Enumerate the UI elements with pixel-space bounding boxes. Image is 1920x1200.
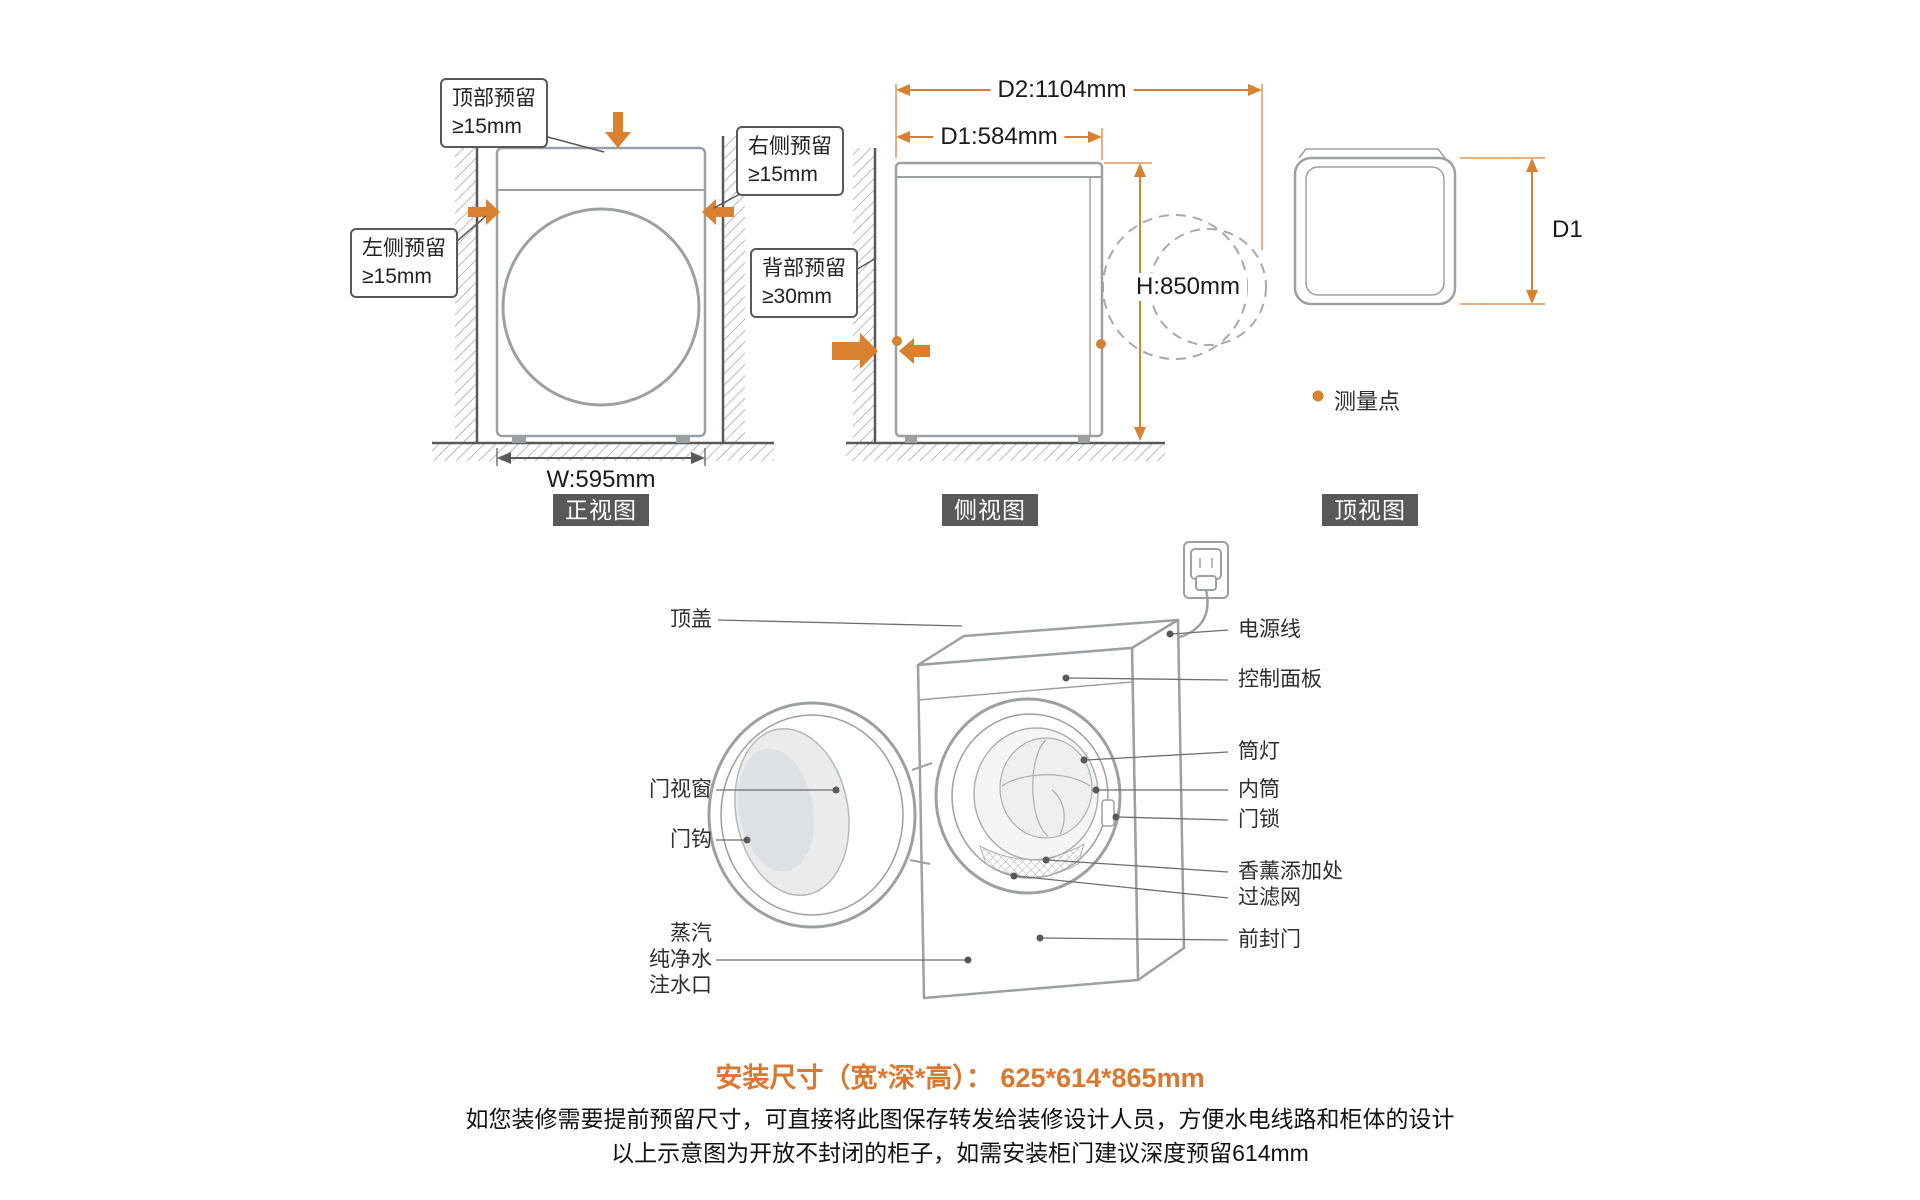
measurement-point-dot [1312, 390, 1324, 402]
side-clearance-arrow-icons [832, 333, 1106, 369]
front-clearance-arrow-icons [468, 112, 734, 225]
front-view-machine-body [495, 146, 707, 438]
part-label-door-hook: 门钩 [670, 828, 712, 851]
side-d2-dimension: D2:1104mm [990, 76, 1134, 104]
part-label-control-panel: 控制面板 [1238, 668, 1322, 691]
top-view-machine-outline [1293, 156, 1457, 306]
part-label-aroma-spot: 香薰添加处 [1238, 860, 1343, 883]
measurement-point-legend: 测量点 [1334, 389, 1401, 414]
part-label-steam-water-inlet: 蒸汽 纯净水 注水口 [649, 922, 712, 997]
part-label-leaders [716, 619, 1229, 961]
callout-top-clearance: 顶部预留 ≥15mm [440, 78, 548, 148]
power-outlet-icon [1183, 541, 1229, 599]
part-label-top-cover: 顶盖 [670, 608, 712, 631]
front-width-dim-line [496, 448, 706, 466]
part-label-door-lock: 门锁 [1238, 808, 1280, 831]
callout-back-clearance: 背部预留 ≥30mm [750, 248, 858, 318]
door-swing-circle-inner [1149, 228, 1267, 346]
part-label-filter: 过滤网 [1238, 886, 1301, 909]
part-label-power-cord: 电源线 [1238, 618, 1301, 641]
front-width-dimension: W:595mm [539, 466, 663, 494]
side-height-dimension: H:850mm [1128, 273, 1248, 301]
part-label-door-window: 门视窗 [649, 778, 712, 801]
installation-size-title: 安装尺寸（宽*深*高）： 625*614*865mm [715, 1063, 1205, 1093]
top-view-d1-label: D1 [1552, 216, 1583, 243]
front-view-badge: 正视图 [553, 494, 649, 526]
machine-side-face [1130, 618, 1186, 982]
filter-band [979, 842, 1085, 878]
front-view-drawing [432, 112, 774, 466]
part-label-front-door-panel: 前封门 [1238, 928, 1301, 951]
footer-note-line1: 如您装修需要提前预留尺寸，可直接将此图保存转发给装修设计人员，方便水电线路和柜体… [465, 1106, 1455, 1132]
part-label-dots [743, 630, 1174, 964]
side-view-badge: 侧视图 [942, 494, 1038, 526]
front-view-door-circle [501, 207, 701, 407]
top-view-badge: 顶视图 [1322, 494, 1418, 526]
top-view-d1-dim [1460, 157, 1545, 305]
parts-drawing [707, 541, 1229, 1000]
door-lock-detail [1101, 799, 1115, 827]
part-label-inner-drum: 内筒 [1238, 778, 1280, 801]
front-callout-leaders [455, 135, 741, 243]
top-view-drawing [1293, 148, 1545, 402]
callout-right-clearance: 右侧预留 ≥15mm [736, 126, 844, 196]
part-label-drum-light: 筒灯 [1238, 740, 1280, 763]
side-d1-dimension: D1:584mm [933, 123, 1065, 151]
side-view-machine-body [894, 161, 1104, 438]
footer-note-line2: 以上示意图为开放不封闭的柜子，如需安装柜门建议深度预留614mm [611, 1140, 1309, 1166]
callout-left-clearance: 左侧预留 ≥15mm [350, 228, 458, 298]
